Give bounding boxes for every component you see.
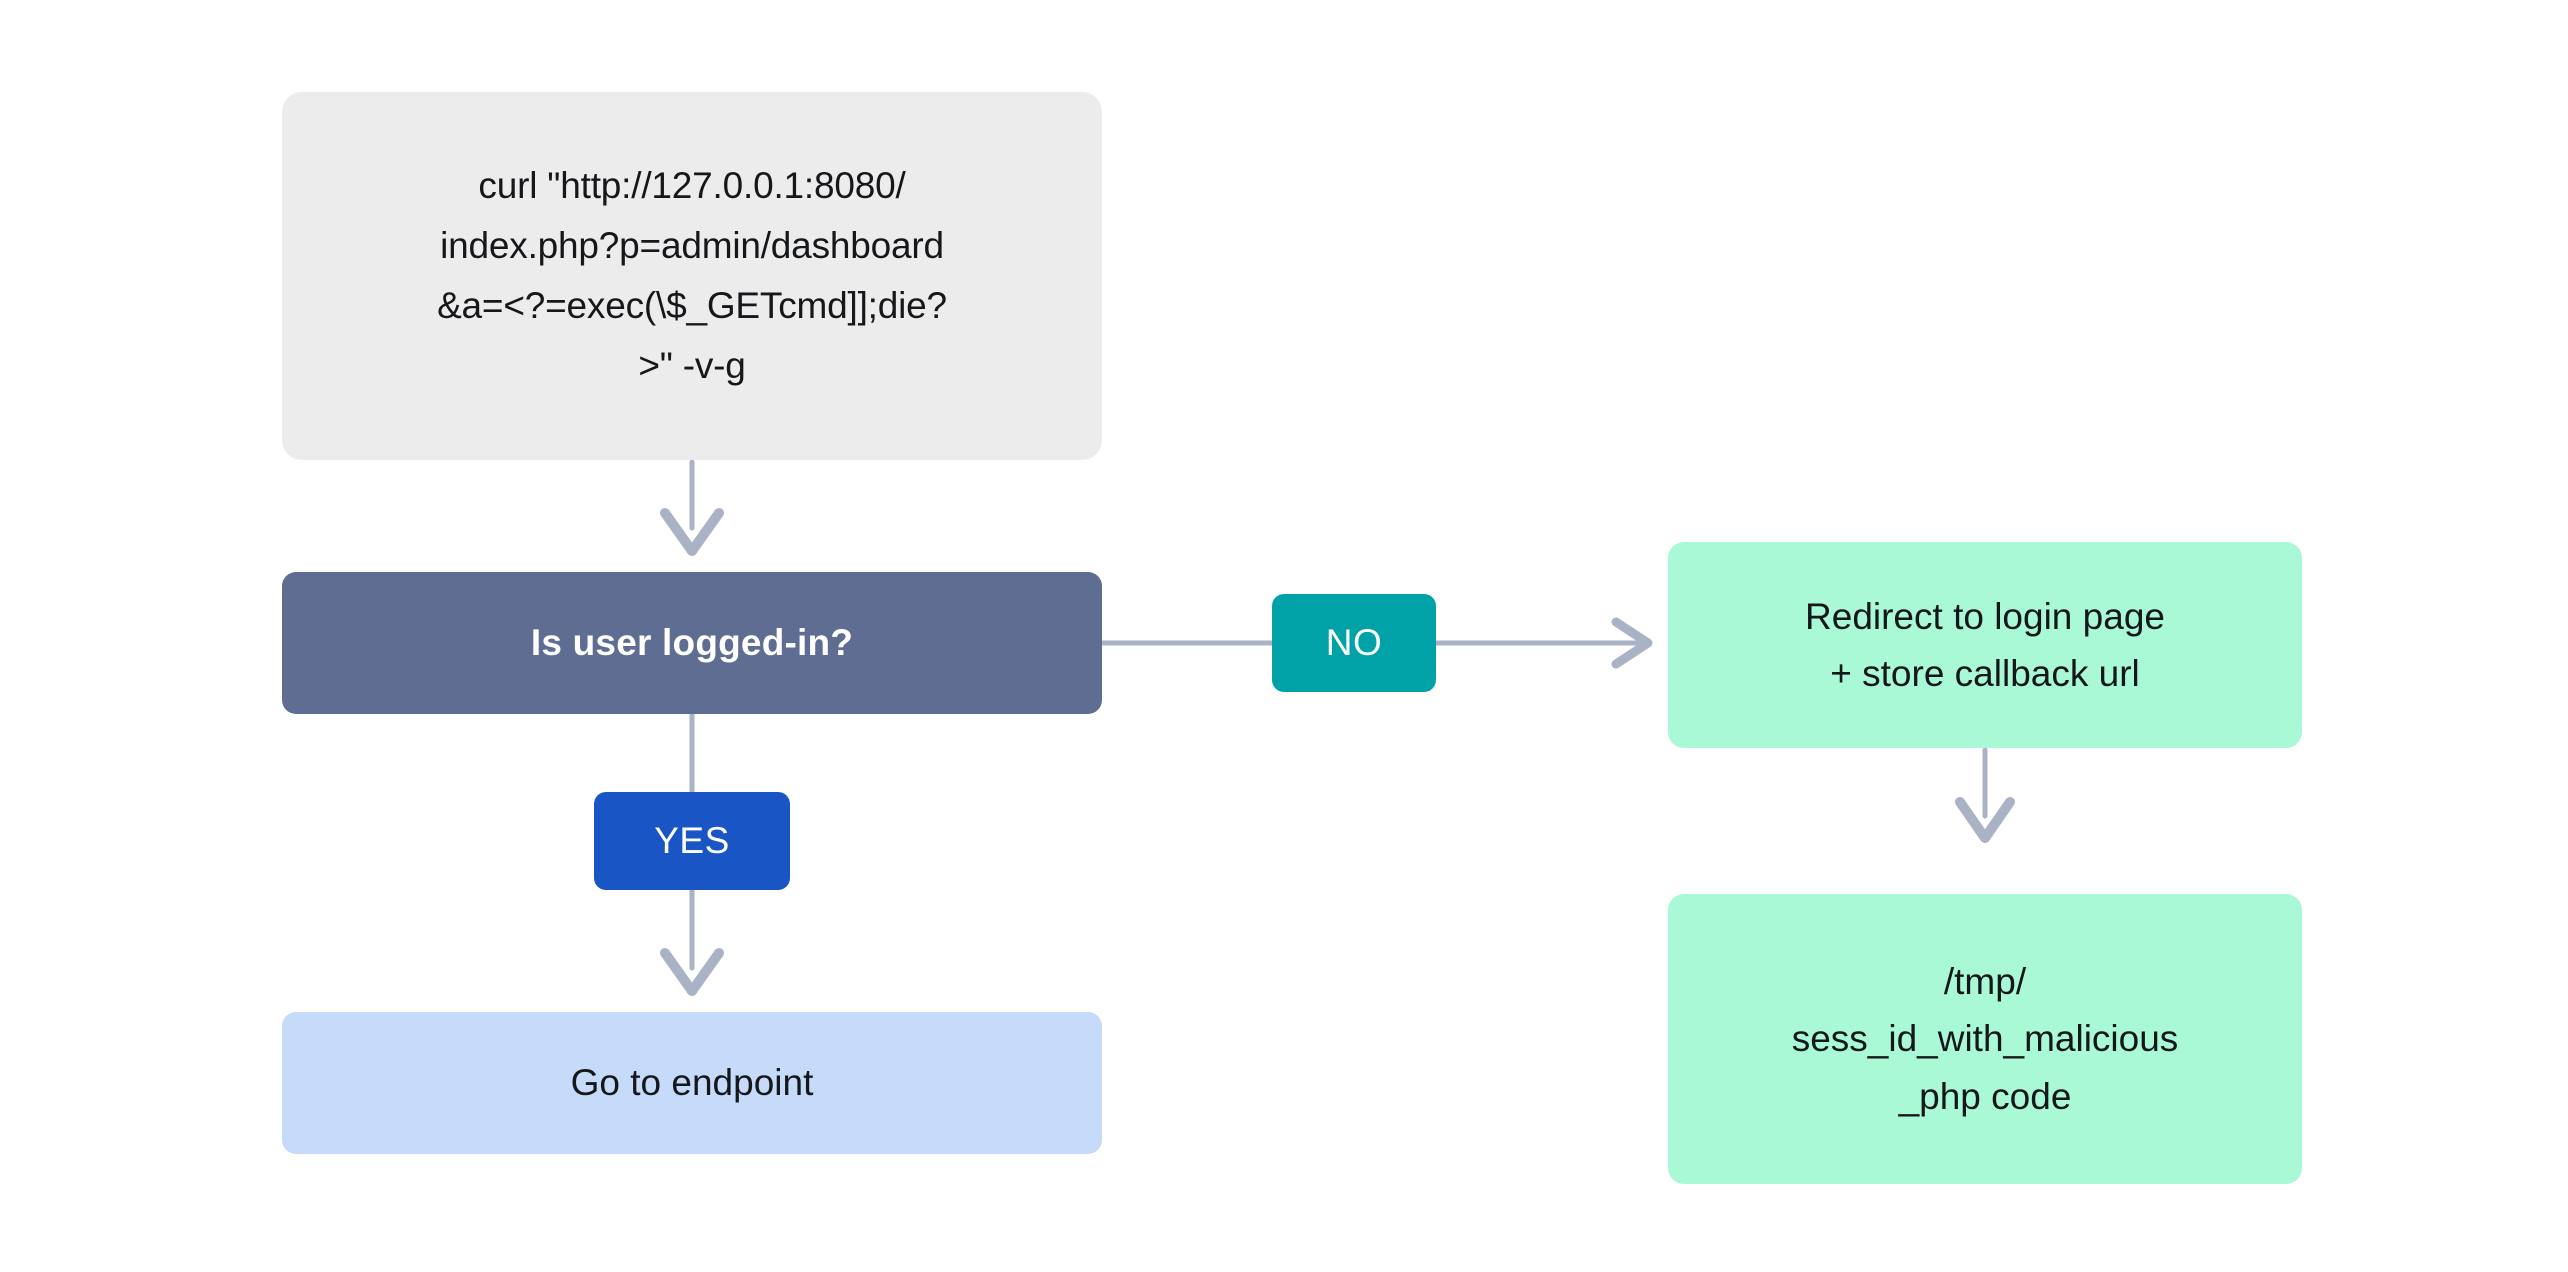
redirect-node: Redirect to login page + store callback … (1668, 542, 2302, 748)
endpoint-node-text: Go to endpoint (570, 1062, 814, 1104)
edge-label-yes: YES (594, 792, 790, 890)
decision-node-is-user-logged-in: Is user logged-in? (282, 572, 1102, 714)
edge-label-no: NO (1272, 594, 1436, 692)
session-file-node: /tmp/ sess_id_with_malicious _php code (1668, 894, 2302, 1184)
endpoint-node: Go to endpoint (282, 1012, 1102, 1154)
edge-command-to-decision (660, 459, 724, 556)
edge-redirect-to-sessfile (1955, 747, 2015, 843)
decision-node-text: Is user logged-in? (530, 622, 854, 664)
session-file-node-text: /tmp/ sess_id_with_malicious _php code (1791, 960, 2179, 1117)
edge-label-yes-text: YES (654, 820, 730, 861)
edge-label-no-text: NO (1325, 622, 1383, 663)
command-node: curl "http://127.0.0.1:8080/ index.php?p… (282, 92, 1102, 460)
redirect-node-text: Redirect to login page + store callback … (1805, 595, 2165, 694)
command-node-text: curl "http://127.0.0.1:8080/ index.php?p… (437, 165, 947, 386)
